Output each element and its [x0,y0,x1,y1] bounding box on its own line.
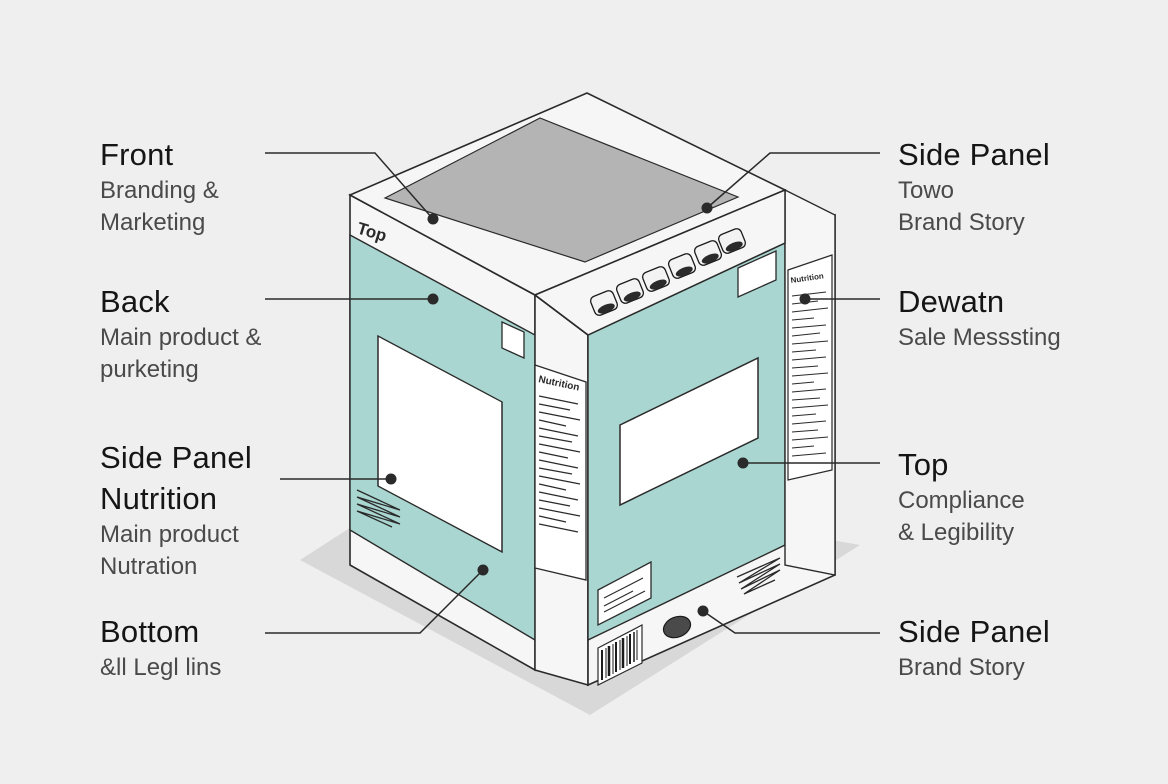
callout-line: &ll Legl lins [100,654,222,681]
callout-title: Dewatn [898,284,1005,319]
bottom-text-box [597,560,652,627]
callout-line: Nutration [100,553,198,580]
callout-title: Side Panel [898,614,1050,649]
callout-side-panel-brand-1: Side Panel Towo Brand Story [898,134,1050,239]
callout-dewatn: Dewatn Sale Messsting [898,281,1061,354]
callout-title: Side Panel [898,137,1050,172]
right-nutrition-panel: Nutrition [784,188,836,576]
callout-title: Nutrition [100,481,218,516]
leader-side-panel-2 [702,610,880,634]
leader-dots [385,202,811,617]
right-small-rect [737,249,777,299]
callout-line: & Legibility [898,519,1015,546]
leader-front [265,152,434,220]
callout-title: Front [100,137,174,172]
callout-title: Side Panel [100,440,252,475]
callout-line: Brand Story [898,654,1025,681]
callout-front: Front Branding & Marketing [100,134,219,239]
callout-title: Bottom [100,614,200,649]
callout-bottom: Bottom &ll Legl lins [100,611,221,684]
icon-badges [589,228,747,316]
nutrition-strip: Nutrition [534,293,589,686]
leader-bottom [265,569,484,634]
callout-line: Branding & [100,177,219,204]
callout-line: Compliance [898,487,1025,514]
left-face: Top [349,193,536,672]
callout-title: Back [100,284,170,319]
callout-side-panel-nutrition: Side Panel Nutrition Main product Nutrat… [100,437,252,583]
right-face [587,213,836,687]
left-window [377,334,503,554]
small-square [501,320,525,360]
callout-line: purketing [100,356,199,383]
callout-back: Back Main product & purketing [100,281,261,386]
top-lid [348,92,787,336]
bottom-oval [662,615,692,639]
callout-top: Top Compliance & Legibility [898,444,1025,549]
callout-line: Sale Messsting [898,324,1061,351]
right-window [619,356,759,507]
barcode [597,624,643,686]
leader-lines [265,152,880,634]
leader-side-panel-1 [706,152,880,209]
callout-line: Towo [898,177,955,204]
callout-line: Main product [100,521,239,548]
callout-line: Main product & [100,324,262,351]
callout-side-panel-brand-2: Side Panel Brand Story [898,611,1050,684]
callout-title: Top [898,447,949,482]
callout-line: Marketing [100,209,206,236]
callout-line: Brand Story [898,209,1025,236]
